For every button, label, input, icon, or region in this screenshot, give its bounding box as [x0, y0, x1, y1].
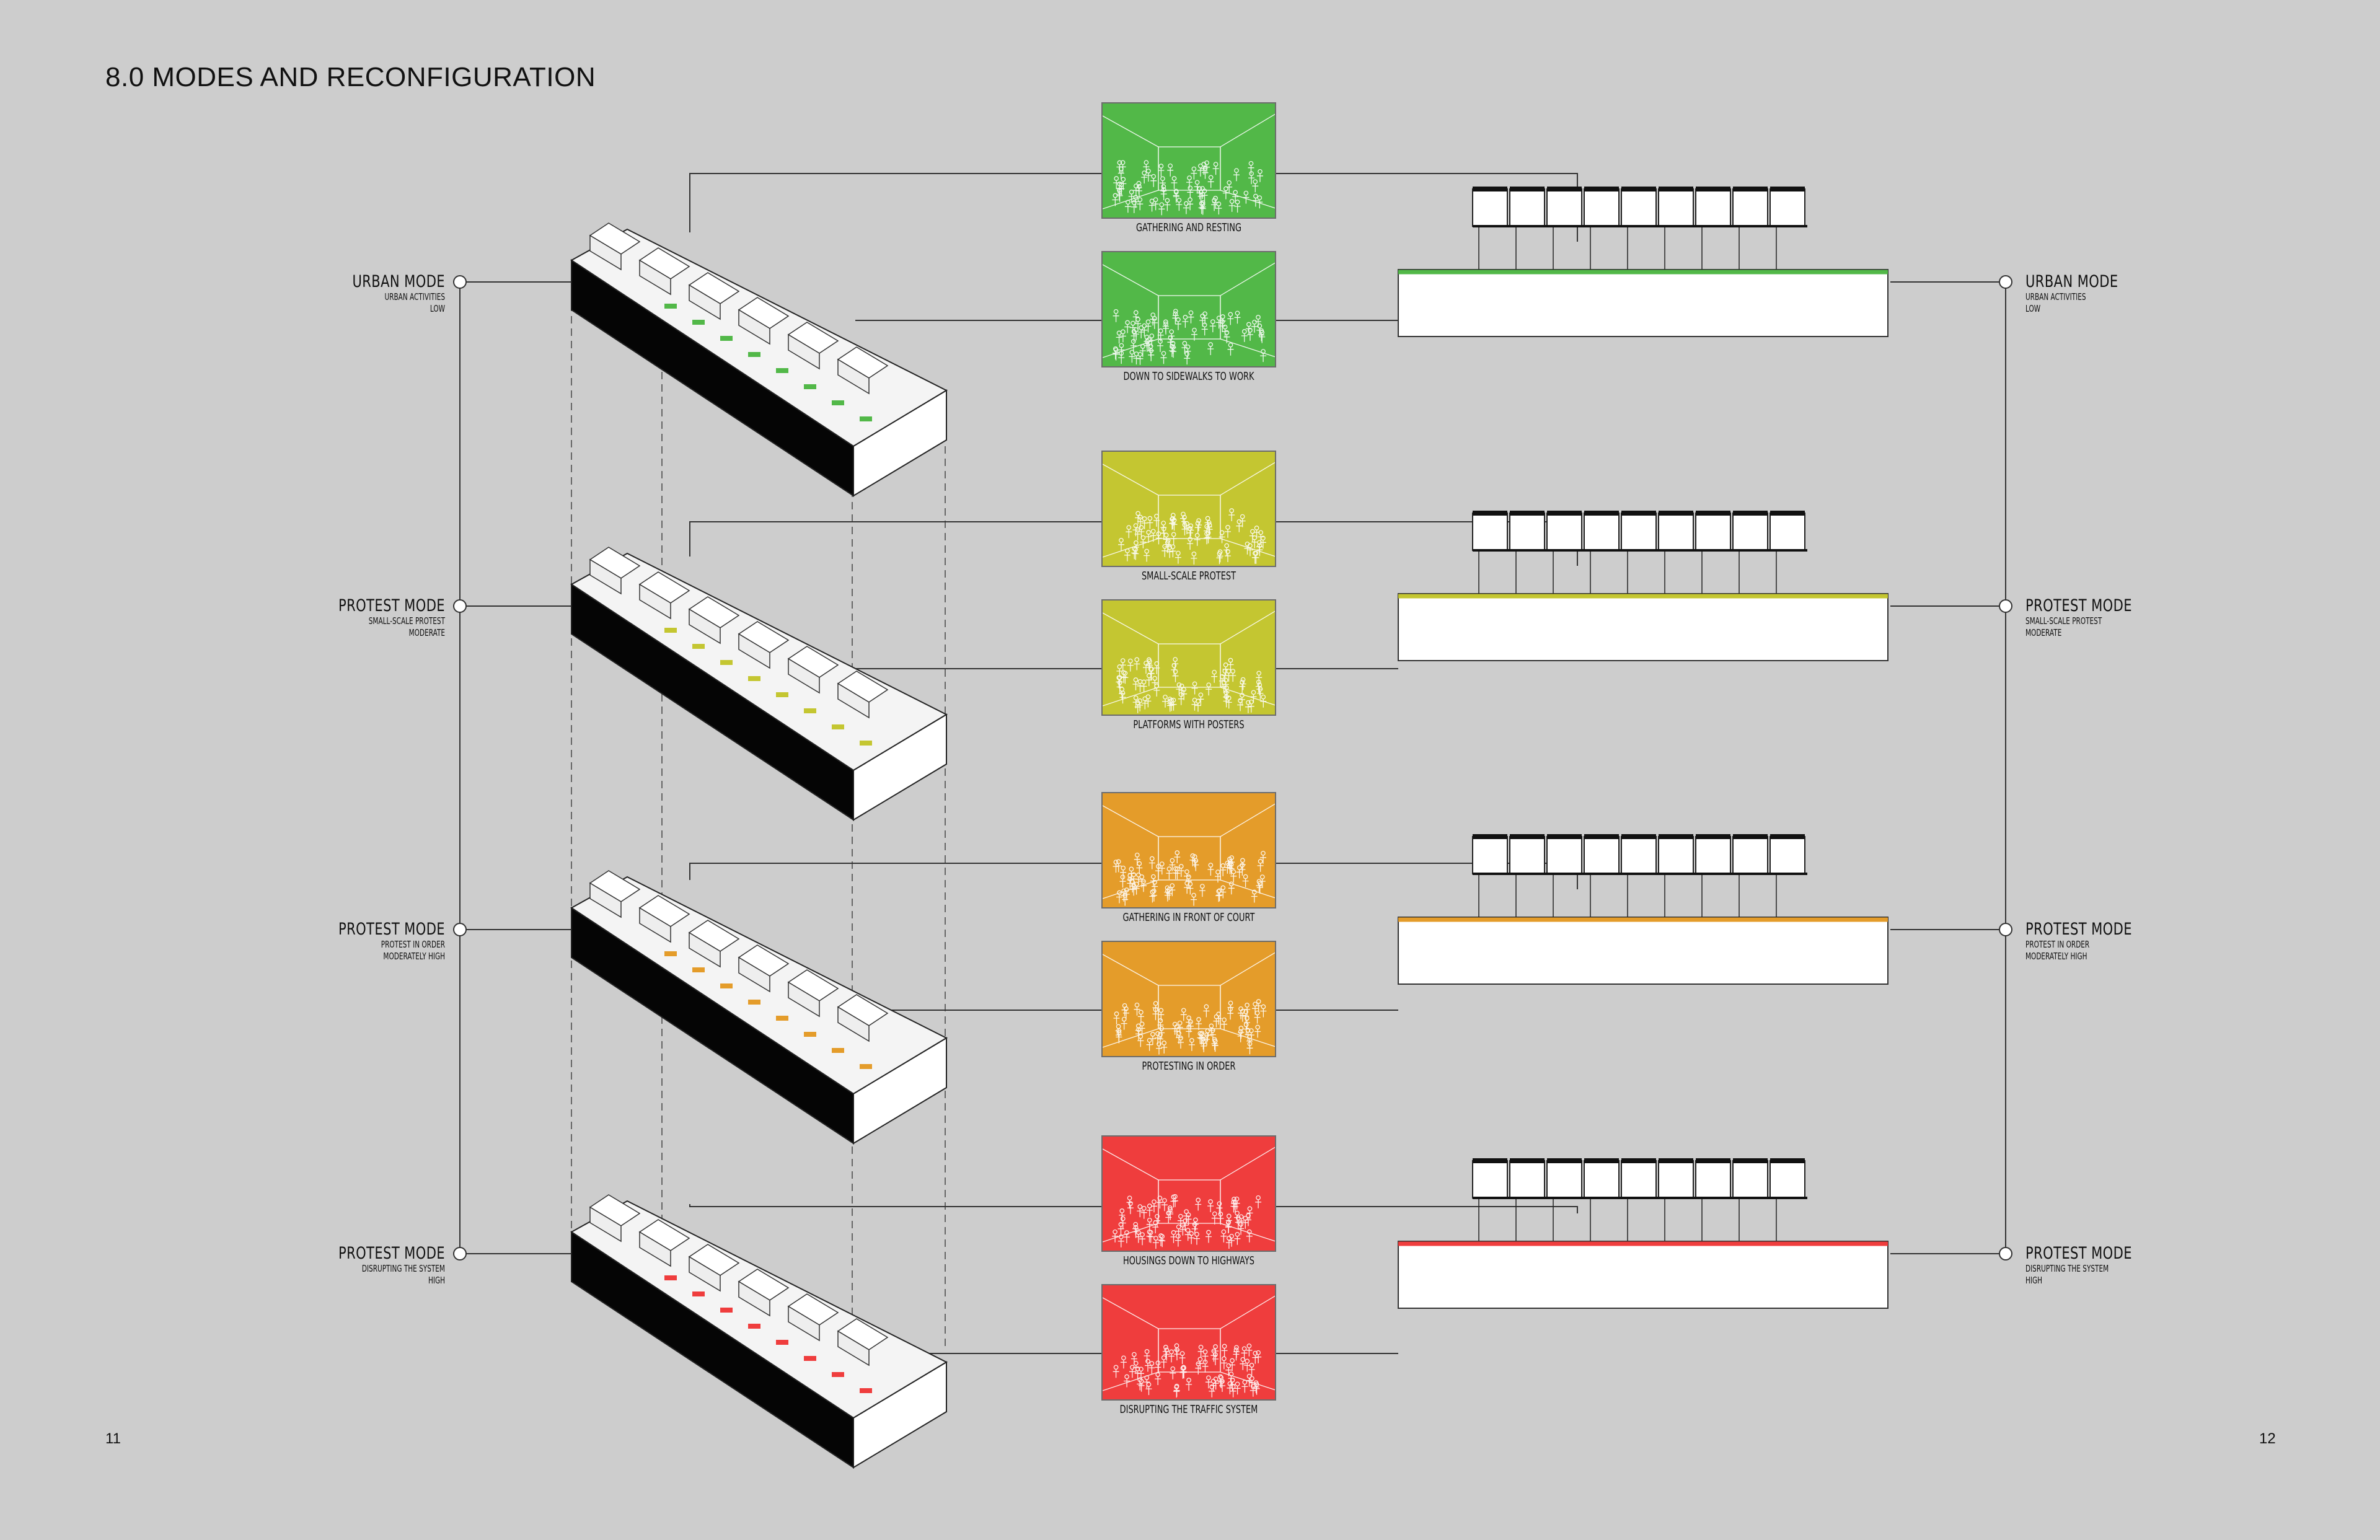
activity-photo-bottom: [1101, 941, 1276, 1057]
photo-caption: GATHERING AND RESTING: [1135, 221, 1241, 234]
page-number-right: 12: [2259, 1430, 2276, 1447]
mode-node-left: [453, 923, 467, 936]
mode-level: MODERATELY HIGH: [2025, 951, 2087, 962]
activity-photo-bottom: [1101, 251, 1276, 367]
mode-level: HIGH: [428, 1275, 445, 1286]
photo-caption: DISRUPTING THE TRAFFIC SYSTEM: [1119, 1403, 1258, 1416]
mode-name: PROTEST MODE: [2025, 1244, 2132, 1263]
mode-node-left: [453, 1247, 467, 1261]
mode-name: PROTEST MODE: [338, 920, 445, 939]
axonometric-block: [570, 870, 948, 1145]
mode-name: PROTEST MODE: [338, 1244, 445, 1263]
mode-row-lines: [453, 1204, 2012, 1354]
section-elevation: [1398, 511, 1889, 661]
mode-subtitle: DISRUPTING THE SYSTEM: [361, 1263, 445, 1274]
mode-node-left: [453, 599, 467, 613]
photo-caption: SMALL-SCALE PROTEST: [1141, 570, 1236, 583]
axonometric-block: [570, 1194, 948, 1469]
section-elevation: [1398, 1158, 1889, 1309]
mode-name: PROTEST MODE: [338, 596, 445, 615]
photo-caption: HOUSINGS DOWN TO HIGHWAYS: [1122, 1254, 1255, 1267]
photo-caption: PLATFORMS WITH POSTERS: [1133, 718, 1245, 731]
axonometric-block: [570, 547, 948, 821]
mode-subtitle: URBAN ACTIVITIES: [384, 291, 445, 302]
photo-caption: DOWN TO SIDEWALKS TO WORK: [1123, 370, 1254, 383]
activity-photo-top: [1101, 792, 1276, 909]
photo-caption: GATHERING IN FRONT OF COURT: [1122, 911, 1255, 924]
section-elevation: [1398, 834, 1889, 985]
axonometric-block: [570, 222, 948, 497]
activity-photo-bottom: [1101, 599, 1276, 716]
activity-photo-bottom: [1101, 1284, 1276, 1401]
mode-subtitle: SMALL-SCALE PROTEST: [368, 615, 445, 627]
page-title: 8.0 MODES AND RECONFIGURATION: [105, 62, 596, 92]
activity-photo-top: [1101, 102, 1276, 219]
mode-node-left: [453, 275, 467, 289]
section-elevation: [1398, 187, 1889, 337]
activity-photo-top: [1101, 1135, 1276, 1252]
mode-level: MODERATE: [408, 627, 445, 638]
mode-subtitle: SMALL-SCALE PROTEST: [2025, 615, 2102, 627]
mode-level: LOW: [430, 303, 445, 314]
mode-node-right: [1999, 599, 2012, 613]
mode-level: LOW: [2025, 303, 2041, 314]
mode-name: URBAN MODE: [352, 272, 445, 291]
mode-level: MODERATELY HIGH: [383, 951, 445, 962]
activity-photo-top: [1101, 451, 1276, 567]
page-number-left: 11: [105, 1430, 121, 1447]
mode-subtitle: URBAN ACTIVITIES: [2025, 291, 2086, 302]
mode-name: PROTEST MODE: [2025, 596, 2132, 615]
mode-subtitle: PROTEST IN ORDER: [381, 939, 445, 950]
photo-caption: PROTESTING IN ORDER: [1142, 1060, 1236, 1073]
mode-level: HIGH: [2025, 1275, 2043, 1286]
mode-name: URBAN MODE: [2025, 272, 2118, 291]
mode-node-right: [1999, 923, 2012, 936]
mode-name: PROTEST MODE: [2025, 920, 2132, 939]
mode-level: MODERATE: [2025, 627, 2062, 638]
mode-subtitle: PROTEST IN ORDER: [2025, 939, 2090, 950]
mode-node-right: [1999, 275, 2012, 289]
mode-subtitle: DISRUPTING THE SYSTEM: [2025, 1263, 2109, 1274]
mode-node-right: [1999, 1247, 2012, 1261]
